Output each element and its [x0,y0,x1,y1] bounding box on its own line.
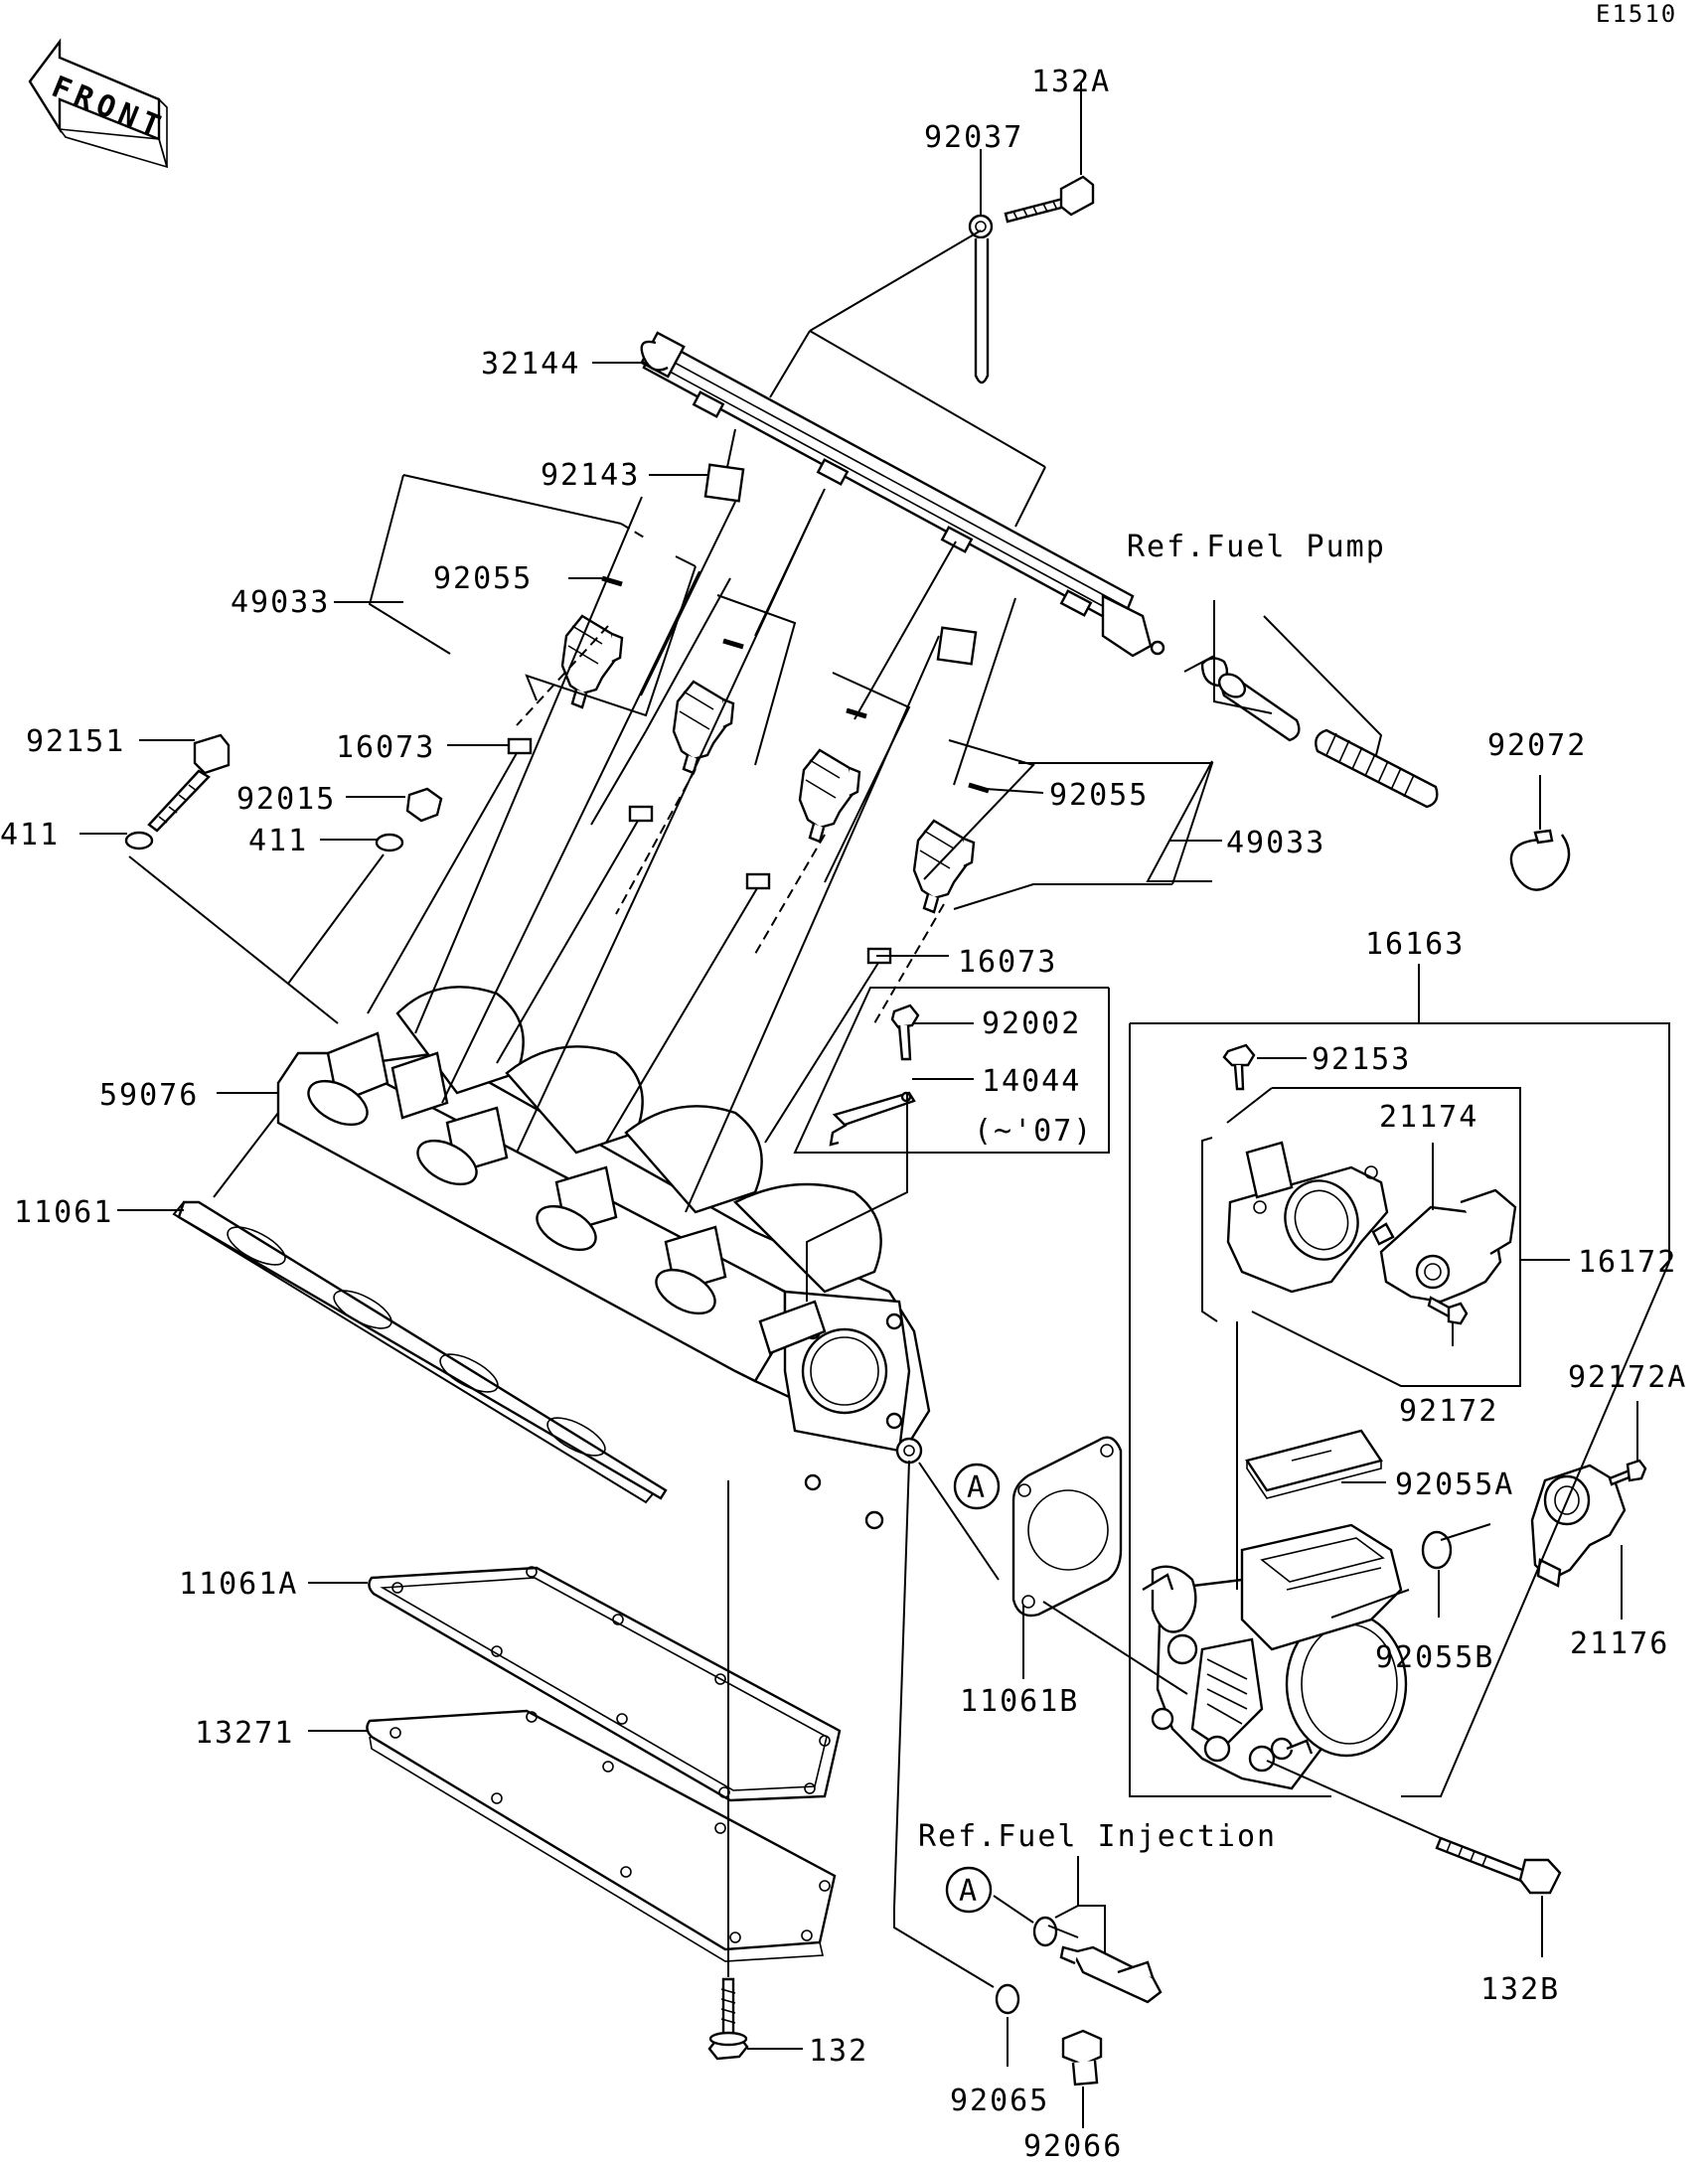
diagram-code: E1510 [1596,0,1677,28]
callout-a-lower-text: A [959,1874,979,1909]
label-59076: 59076 [99,1078,199,1113]
label-92151: 92151 [26,724,125,759]
label-132a: 132A [1031,65,1111,99]
plug-92066-drawing [1061,2029,1103,2086]
label-21176: 21176 [1570,1626,1669,1661]
screw-92153-drawing [1222,1043,1256,1091]
label-92153: 92153 [1312,1042,1411,1077]
washer-411-right-drawing [375,833,404,852]
bolt-92002-drawing [890,1004,920,1061]
label-16073-right: 16073 [958,945,1057,980]
label-92055a: 92055A [1395,1467,1514,1502]
fuel-rail-32144-drawing [640,331,1165,658]
label-11061a: 11061A [179,1567,298,1602]
seal-92143b-drawing [936,626,978,666]
label-92055b: 92055B [1375,1640,1494,1675]
label-92015: 92015 [236,782,336,817]
bolt-132a-drawing [1004,175,1095,224]
label-92072: 92072 [1487,728,1587,763]
callout-a-lower: A [945,1866,993,1914]
label-92066: 92066 [1023,2129,1123,2162]
nut-92015-drawing [405,787,443,823]
label-21174: 21174 [1379,1100,1478,1135]
label-11061: 11061 [14,1195,113,1230]
washer-92065-drawing [995,1983,1020,2015]
label-32144: 32144 [481,347,580,382]
screw-92172-drawing [1427,1296,1469,1325]
label-92055-left: 92055 [433,561,533,596]
label-49033-left: 49033 [231,585,330,620]
label-16172: 16172 [1578,1245,1677,1280]
screw-92172a-drawing [1608,1459,1647,1486]
label-14044: 14044 [982,1064,1081,1099]
label-16073-left: 16073 [336,730,435,765]
label-92037: 92037 [924,120,1023,155]
part-labels: 132A 92037 32144 92143 92055 49033 92151… [0,65,1687,2162]
front-arrow-icon: FRONT [28,38,171,169]
gasket-92055a-drawing [1245,1429,1383,1499]
gasket-11061-drawing [172,1200,668,1504]
idle-control-valve-drawing [1371,1188,1517,1304]
label-92143: 92143 [541,458,640,493]
sensor-fuel-injection-drawing [1032,1916,1163,2004]
label-92172a: 92172A [1568,1360,1687,1395]
gasket-11061a-drawing [368,1566,842,1802]
injectors-49033-drawing [560,614,976,914]
bolt-132b-drawing [1435,1836,1562,1895]
intake-manifold-59076-drawing [276,986,931,1530]
callout-a-upper: A [953,1463,1001,1510]
throttle-body-16163-drawing [1142,1523,1408,1790]
leader-lines [79,83,1670,2128]
oring-92055b-drawing [1421,1530,1453,1570]
label-132: 132 [809,2034,868,2069]
cover-plate-13271-drawing [366,1709,837,1962]
label-132b: 132B [1480,1972,1560,2007]
fuel-pump-hose-drawing [1200,657,1439,809]
label-411-right: 411 [248,824,308,858]
label-16163: 16163 [1365,927,1465,962]
callout-a-upper-text: A [967,1470,987,1505]
ref-fuel-pump: Ref.Fuel Pump [1127,530,1386,564]
label-92172: 92172 [1399,1394,1498,1429]
label-49033-right: 49033 [1226,826,1325,860]
label-411-left: 411 [0,818,60,852]
label-92055-right: 92055 [1049,778,1149,813]
label-92065: 92065 [950,2084,1049,2118]
washer-411-left-drawing [124,831,154,850]
ref-fuel-injection: Ref.Fuel Injection [918,1819,1277,1854]
throttle-sensor-21174-drawing [1226,1141,1389,1294]
orings-92055-drawing [601,575,990,794]
bracket-14044-drawing [829,1091,916,1147]
label-92002: 92002 [982,1006,1081,1041]
seal-92143-drawing [703,463,745,503]
gasket-11061b-drawing [1011,1436,1123,1618]
year-note: (~'07) [974,1114,1093,1149]
bolt-92151-drawing [147,733,231,833]
bolt-132-drawing [707,1977,749,2061]
band-92037-drawing [968,214,994,385]
label-13271: 13271 [195,1716,294,1751]
clip-92072-drawing [1509,829,1571,891]
label-11061b: 11061B [960,1684,1079,1719]
